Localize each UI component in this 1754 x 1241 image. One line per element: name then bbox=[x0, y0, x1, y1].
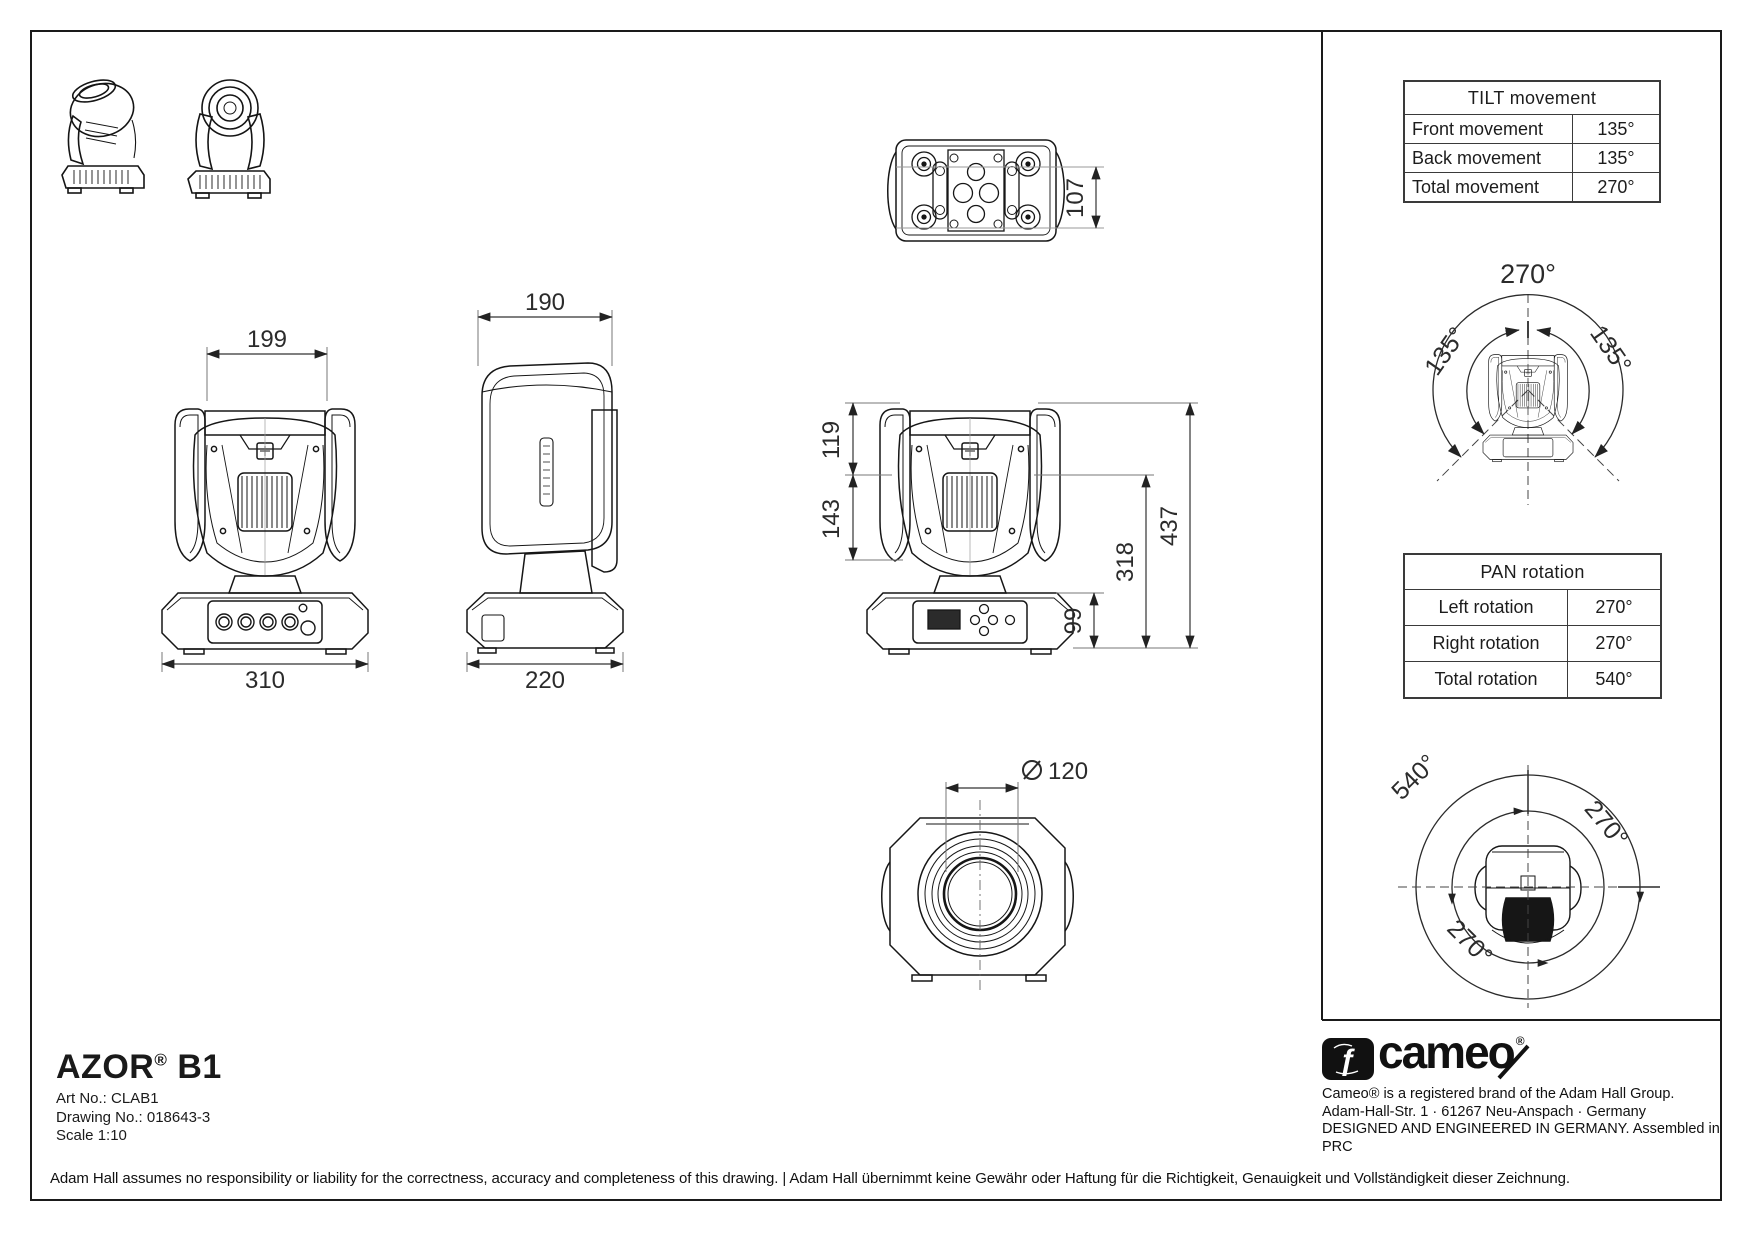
tilt-diagram: 270° 135° 135° bbox=[1419, 259, 1637, 505]
page-border bbox=[30, 30, 1722, 1201]
pan-row-value: 540° bbox=[1595, 669, 1633, 689]
pan-row-label: Right rotation bbox=[1405, 626, 1568, 661]
tilt-row-label: Front movement bbox=[1405, 115, 1573, 143]
iso-view-2 bbox=[187, 79, 271, 199]
bottom-plate-dimensions: 107 bbox=[896, 166, 1104, 229]
pan-total-label: 540° bbox=[1386, 749, 1442, 805]
dim-label-119: 119 bbox=[818, 421, 845, 459]
table-row: Right rotation 270° bbox=[1405, 626, 1660, 662]
table-row: Total rotation 540° bbox=[1405, 662, 1660, 697]
pan-row-value: 270° bbox=[1595, 597, 1633, 617]
table-row: Back movement 135° bbox=[1405, 144, 1659, 173]
tilt-total-label: 270° bbox=[1500, 259, 1556, 289]
table-row: Front movement 135° bbox=[1405, 115, 1659, 144]
tilt-row-label: Total movement bbox=[1405, 173, 1573, 201]
tilt-back-label: 135° bbox=[1584, 320, 1637, 378]
product-name: AZOR bbox=[56, 1048, 155, 1086]
registered-mark: ® bbox=[154, 1050, 168, 1070]
dim-label-310: 310 bbox=[245, 667, 285, 694]
drawing-number: Drawing No.: 018643-3 bbox=[56, 1108, 211, 1126]
tilt-row-label: Back movement bbox=[1405, 144, 1573, 172]
tilt-row-value: 135° bbox=[1597, 147, 1635, 168]
tilt-row-value: 270° bbox=[1597, 176, 1635, 197]
brand-line-1: Cameo® is a registered brand of the Adam… bbox=[1322, 1086, 1675, 1102]
front-view bbox=[866, 408, 1074, 655]
lens-view bbox=[881, 800, 1074, 990]
pan-rotation-table: PAN rotation Left rotation 270° Right ro… bbox=[1403, 553, 1662, 699]
dim-label-437: 437 bbox=[1156, 506, 1183, 546]
title-block: AZOR® B1 Art No.: CLAB1 Drawing No.: 018… bbox=[56, 1048, 222, 1146]
disclaimer-text: Adam Hall assumes no responsibility or l… bbox=[50, 1170, 1570, 1187]
diameter-symbol bbox=[1022, 760, 1042, 780]
wordmark-registered-mark: ® bbox=[1515, 1034, 1525, 1048]
side-view-dimensions: 190 220 bbox=[466, 289, 624, 694]
right-panel-frame bbox=[1321, 31, 1721, 1021]
table-row: Left rotation 270° bbox=[1405, 590, 1660, 626]
dim-label-199: 199 bbox=[247, 326, 287, 353]
brand-line-2: Adam-Hall-Str. 1 · 61267 Neu-Anspach · G… bbox=[1322, 1103, 1646, 1120]
brand-line-3: DESIGNED AND ENGINEERED IN GERMANY. Asse… bbox=[1322, 1121, 1720, 1155]
rear-view bbox=[161, 408, 369, 655]
tilt-front-label: 135° bbox=[1419, 322, 1472, 380]
dim-label-99: 99 bbox=[1060, 608, 1087, 635]
iso-view-1 bbox=[61, 79, 145, 194]
product-title: AZOR® B1 bbox=[56, 1048, 222, 1087]
pan-row-label: Left rotation bbox=[1405, 590, 1568, 625]
front-view-dimensions: 119 143 99 318 437 bbox=[818, 402, 1198, 649]
dim-label-107: 107 bbox=[1062, 178, 1089, 218]
svg-text:ƒ: ƒ bbox=[1339, 1044, 1356, 1077]
lens-view-dimensions: 120 bbox=[945, 758, 1088, 872]
dim-label-190: 190 bbox=[525, 289, 565, 316]
pan-diagram: 540° 270° 270° bbox=[1386, 749, 1660, 1008]
tilt-movement-table: TILT movement Front movement 135° Back m… bbox=[1403, 80, 1661, 203]
art-number: Art No.: CLAB1 bbox=[56, 1090, 159, 1107]
cameo-logo-icon: ƒ bbox=[1322, 1038, 1374, 1080]
bottom-plate-view bbox=[887, 139, 1065, 242]
drawing-scale: Scale 1:10 bbox=[56, 1127, 127, 1144]
cameo-wordmark: cameo bbox=[1378, 1026, 1516, 1078]
brand-block: ƒ cameo ® Cameo® is a registered brand o… bbox=[1322, 1029, 1722, 1156]
dim-label-143: 143 bbox=[818, 499, 845, 539]
pan-upper-label: 270° bbox=[1579, 795, 1634, 853]
side-view bbox=[466, 362, 624, 654]
pan-row-label: Total rotation bbox=[1405, 662, 1568, 697]
tilt-table-title: TILT movement bbox=[1405, 82, 1659, 115]
pan-row-value: 270° bbox=[1595, 633, 1633, 653]
table-row: Total movement 270° bbox=[1405, 173, 1659, 201]
rear-view-dimensions: 199 310 bbox=[161, 326, 369, 694]
pan-table-title: PAN rotation bbox=[1405, 555, 1660, 590]
pan-lower-label: 270° bbox=[1441, 914, 1497, 970]
dim-label-220: 220 bbox=[525, 667, 565, 694]
dim-label-318: 318 bbox=[1112, 542, 1139, 582]
dim-label-120: 120 bbox=[1048, 758, 1088, 785]
product-variant: B1 bbox=[177, 1048, 222, 1086]
tilt-row-value: 135° bbox=[1597, 118, 1635, 139]
